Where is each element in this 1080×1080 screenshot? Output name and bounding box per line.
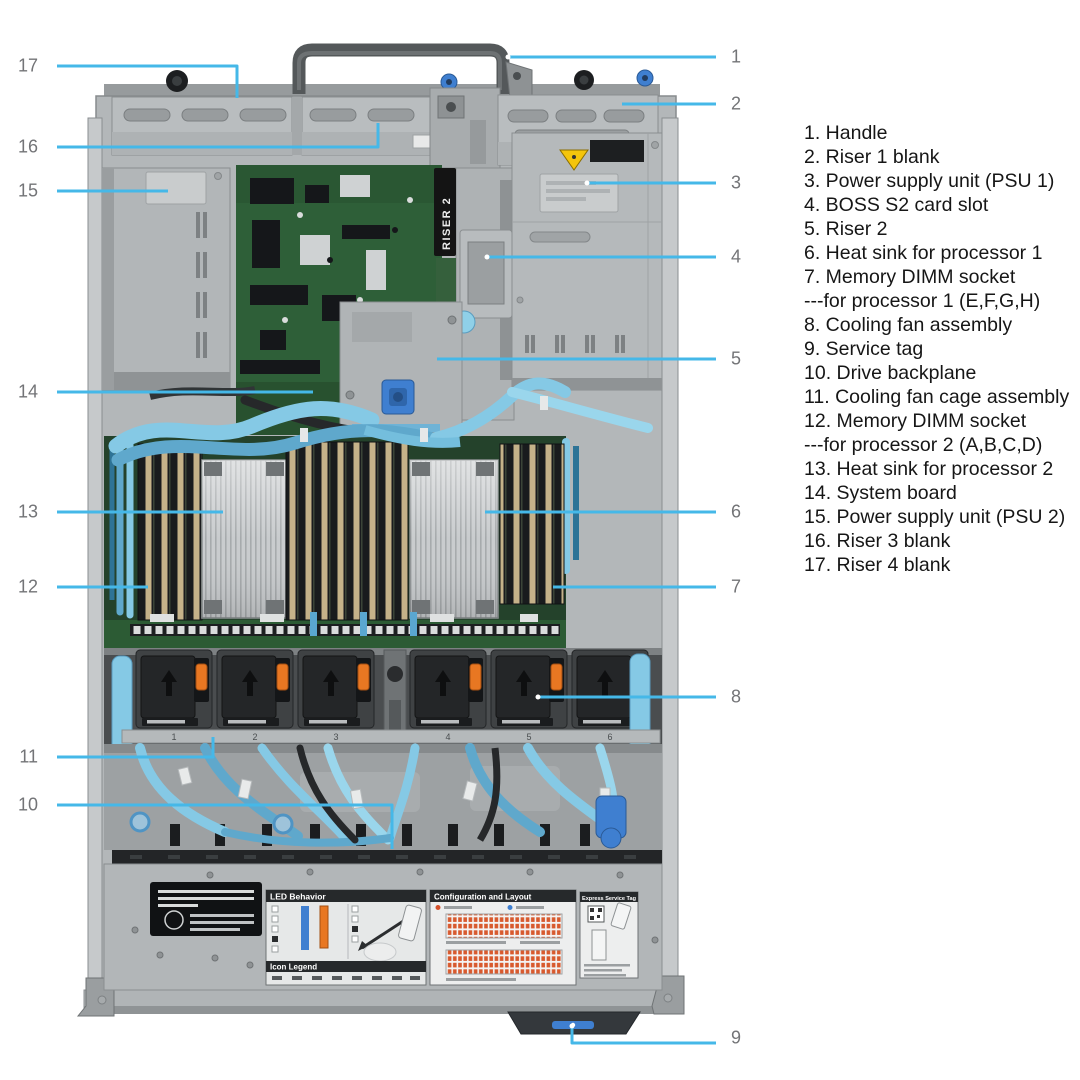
legend-line: 3. Power supply unit (PSU 1) bbox=[804, 170, 1055, 192]
warning-label bbox=[150, 882, 262, 936]
warning-triangle-icon bbox=[559, 149, 589, 171]
callout-number-12: 12 bbox=[17, 576, 38, 597]
orange-led-bar bbox=[319, 905, 329, 949]
callout-number-5: 5 bbox=[731, 348, 742, 369]
callout-number-14: 14 bbox=[17, 381, 38, 402]
legend-line: 6. Heat sink for processor 1 bbox=[804, 242, 1043, 264]
blue-screw bbox=[272, 813, 294, 835]
callout-number-13: 13 bbox=[17, 501, 38, 522]
express-service-tag-label: Express Service Tag bbox=[579, 891, 639, 979]
fan-number-3: 3 bbox=[333, 732, 338, 742]
callout-number-7: 7 bbox=[731, 576, 742, 597]
legend-line: 5. Riser 2 bbox=[804, 218, 888, 240]
heatsink-processor-2 bbox=[201, 459, 287, 619]
handle bbox=[292, 43, 533, 99]
legend-line: ---for processor 2 (A,B,C,D) bbox=[804, 434, 1043, 456]
legend-line: 13. Heat sink for processor 2 bbox=[804, 458, 1054, 480]
callout-number-1: 1 bbox=[731, 46, 742, 67]
callout-number-10: 10 bbox=[17, 794, 38, 815]
drive-config-grid-bottom bbox=[445, 949, 563, 975]
callout-line-16 bbox=[57, 123, 380, 149]
legend-line: 10. Drive backplane bbox=[804, 362, 977, 384]
fan-number-1: 1 bbox=[171, 732, 176, 742]
heatsink-processor-1 bbox=[409, 459, 499, 619]
legend-line: ---for processor 1 (E,F,G,H) bbox=[804, 290, 1041, 312]
configuration-and-layout-label: Configuration and Layout bbox=[429, 889, 577, 986]
callout-number-2: 2 bbox=[731, 93, 742, 114]
fan-number-4: 4 bbox=[445, 732, 450, 742]
memory-area bbox=[104, 436, 579, 648]
legend-line: 8. Cooling fan assembly bbox=[804, 314, 1013, 336]
drive-config-grid-top bbox=[445, 913, 563, 939]
riser-2-text: RISER 2 bbox=[441, 197, 453, 250]
riser-2-label bbox=[434, 168, 456, 256]
legend-line: 9. Service tag bbox=[804, 338, 924, 360]
callout-number-9: 9 bbox=[731, 1027, 742, 1048]
callout-dot-1 bbox=[505, 54, 511, 60]
legend-line: 4. BOSS S2 card slot bbox=[804, 194, 989, 216]
riser-4-blank bbox=[111, 96, 293, 156]
icon-legend-label: Icon Legend bbox=[266, 961, 426, 980]
led-behavior-title: LED Behavior bbox=[270, 892, 326, 902]
callout-dot-4 bbox=[484, 254, 490, 260]
drive-backplane bbox=[112, 850, 662, 864]
callout-number-8: 8 bbox=[731, 686, 742, 707]
legend-line: 7. Memory DIMM socket bbox=[804, 266, 1016, 288]
legend-line: 17. Riser 4 blank bbox=[804, 554, 951, 576]
blue-screw bbox=[129, 811, 151, 833]
callout-number-17: 17 bbox=[17, 55, 38, 76]
callout-line-9 bbox=[570, 1027, 716, 1045]
psu-2 bbox=[101, 167, 231, 391]
callout-number-6: 6 bbox=[731, 501, 742, 522]
callout-number-4: 4 bbox=[731, 246, 742, 267]
callout-line-10 bbox=[57, 803, 394, 849]
dimm-bank-middle bbox=[285, 441, 409, 621]
callout-number-11: 11 bbox=[19, 746, 38, 767]
bottom-panel: LED Behavior Ic bbox=[103, 863, 663, 991]
express-service-tag-title: Express Service Tag bbox=[582, 896, 637, 902]
cable-bay bbox=[104, 743, 662, 850]
legend-line: 11. Cooling fan cage assembly bbox=[804, 386, 1070, 408]
fan-cage-rail bbox=[121, 729, 661, 744]
fan-number-6: 6 bbox=[607, 732, 612, 742]
component-legend: 1. Handle 2. Riser 1 blank 3. Power supp… bbox=[804, 121, 1078, 577]
legend-line: 12. Memory DIMM socket bbox=[804, 410, 1027, 432]
callout-dot-9 bbox=[569, 1023, 575, 1029]
fan-number-5: 5 bbox=[526, 732, 531, 742]
fan-number-2: 2 bbox=[252, 732, 257, 742]
sas-cables-upper bbox=[108, 377, 653, 467]
callout-dot-3 bbox=[584, 180, 590, 186]
configuration-and-layout-title: Configuration and Layout bbox=[434, 893, 532, 902]
blue-led-bar bbox=[301, 906, 309, 950]
dimm-bank-processor-2 bbox=[137, 443, 203, 621]
callout-dot-8 bbox=[535, 694, 541, 700]
icon-legend-title: Icon Legend bbox=[270, 963, 317, 972]
callout-number-15: 15 bbox=[17, 180, 38, 201]
legend-line: 14. System board bbox=[804, 482, 957, 504]
psu-1 bbox=[511, 132, 663, 391]
callout-number-16: 16 bbox=[17, 136, 38, 157]
dimm-bank-processor-1 bbox=[499, 443, 565, 605]
thumbscrews bbox=[166, 69, 654, 92]
callout-line-17 bbox=[57, 64, 239, 98]
legend-line: 1. Handle bbox=[804, 122, 888, 144]
callout-number-3: 3 bbox=[731, 172, 742, 193]
legend-line: 2. Riser 1 blank bbox=[804, 146, 940, 168]
legend-line: 15. Power supply unit (PSU 2) bbox=[804, 506, 1066, 528]
callout-line-11 bbox=[57, 737, 215, 759]
legend-line: 16. Riser 3 blank bbox=[804, 530, 951, 552]
